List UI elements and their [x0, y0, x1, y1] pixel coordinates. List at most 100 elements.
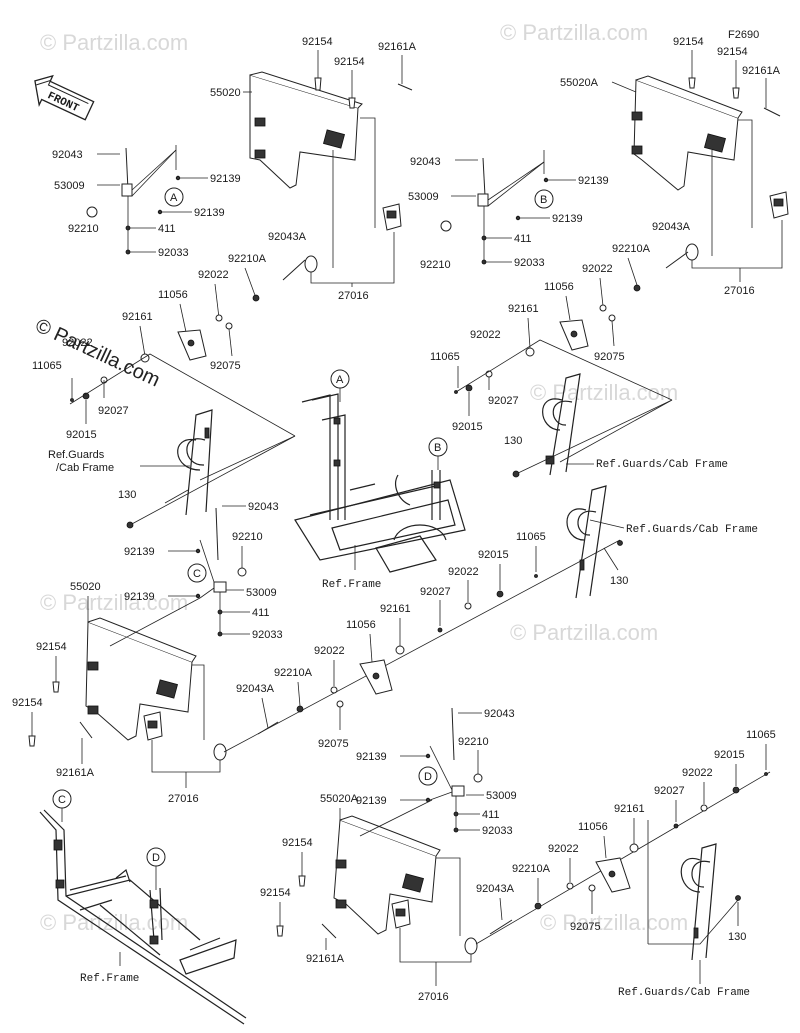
- label-92033: 92033: [514, 257, 545, 269]
- label-27016: 27016: [168, 793, 199, 805]
- label-92043a: 92043A: [236, 683, 275, 695]
- label-11065: 11065: [746, 729, 776, 741]
- label-92154: 92154: [302, 36, 333, 48]
- label-11056: 11056: [578, 821, 608, 833]
- label-92043: 92043: [410, 156, 441, 168]
- callout-c: C: [58, 794, 66, 806]
- callout-d: D: [152, 852, 160, 864]
- callout-b-icon: [534, 189, 554, 209]
- cover-55020a: [631, 75, 743, 191]
- label-92015: 92015: [66, 429, 97, 441]
- frame-bottom-left: C D Ref.Frame: [39, 789, 247, 1025]
- label-11065: 11065: [32, 360, 62, 372]
- label-92154: 92154: [334, 56, 365, 68]
- label-92043a: 92043A: [268, 231, 307, 243]
- callout-a: A: [170, 192, 178, 204]
- label-92154: 92154: [260, 887, 291, 899]
- label-92139: 92139: [124, 591, 155, 603]
- label-92161a: 92161A: [56, 767, 95, 779]
- label-92027: 92027: [98, 405, 129, 417]
- label-92161a: 92161A: [378, 41, 417, 53]
- label-92043: 92043: [248, 501, 279, 513]
- label-92139: 92139: [356, 751, 387, 763]
- callout-b: B: [434, 442, 441, 454]
- label-92210: 92210: [420, 259, 451, 271]
- label-92022: 92022: [682, 767, 713, 779]
- label-411: 411: [158, 223, 176, 235]
- label-92161a: 92161A: [306, 953, 345, 965]
- label-92075: 92075: [210, 360, 241, 372]
- label-130: 130: [118, 489, 136, 501]
- label-411: 411: [252, 607, 270, 619]
- label-92033: 92033: [252, 629, 283, 641]
- label-411: 411: [482, 809, 500, 821]
- label-27016: 27016: [338, 290, 369, 302]
- label-130: 130: [610, 575, 628, 587]
- label-92154: 92154: [282, 837, 313, 849]
- watermark-faint: © Partzilla.com: [540, 910, 688, 935]
- callout-c-icon: [187, 563, 207, 583]
- callout-a: A: [336, 374, 344, 386]
- main-frame-center: A B Ref.Frame: [294, 369, 466, 591]
- label-27016: 27016: [418, 991, 449, 1003]
- label-92161: 92161: [508, 303, 539, 315]
- assembly-b-top-right: 55020A 92154 92154 92161A 92043 53009 41…: [408, 36, 789, 478]
- assembly-d-bottom: 55020A 92154 92154 92161A 27016 92043 92…: [260, 707, 776, 1003]
- label-92022: 92022: [198, 269, 229, 281]
- callout-c: C: [193, 568, 201, 580]
- callout-d: D: [424, 771, 432, 783]
- callout-b: B: [540, 194, 547, 206]
- label-53009: 53009: [408, 191, 439, 203]
- label-92154: 92154: [673, 36, 704, 48]
- label-92027: 92027: [654, 785, 685, 797]
- ref-guards-line1: Ref.Guards: [48, 449, 105, 461]
- callout-b-icon: [428, 437, 448, 457]
- ref-frame: Ref.Frame: [322, 579, 381, 591]
- label-92210: 92210: [232, 531, 263, 543]
- label-92161a: 92161A: [742, 65, 781, 77]
- label-92022: 92022: [470, 329, 501, 341]
- ref-guards-cab: Ref.Guards/Cab Frame: [596, 459, 728, 471]
- callout-a-icon: [164, 187, 184, 207]
- figure-code: F2690: [728, 29, 759, 41]
- label-92022: 92022: [548, 843, 579, 855]
- label-92139: 92139: [124, 546, 155, 558]
- ref-guards-cab: Ref.Guards/Cab Frame: [618, 987, 750, 999]
- label-55020a: 55020A: [560, 77, 599, 89]
- label-92154: 92154: [36, 641, 67, 653]
- callout-d-icon: [146, 847, 166, 867]
- label-92043: 92043: [484, 708, 515, 720]
- label-92210: 92210: [458, 736, 489, 748]
- label-92015: 92015: [478, 549, 509, 561]
- callout-d-icon: [418, 766, 438, 786]
- label-11056: 11056: [158, 289, 188, 301]
- watermark-faint: © Partzilla.com: [40, 910, 188, 935]
- label-92022: 92022: [314, 645, 345, 657]
- label-92075: 92075: [594, 351, 625, 363]
- label-92139: 92139: [194, 207, 225, 219]
- label-92075: 92075: [318, 738, 349, 750]
- watermark-faint: © Partzilla.com: [500, 20, 648, 45]
- label-92022: 92022: [62, 337, 93, 349]
- label-92210a: 92210A: [512, 863, 551, 875]
- cover-55020: [249, 71, 363, 189]
- assembly-a-top-left: 55020 92154 92154 92161A 92043 53009 920…: [32, 36, 417, 529]
- label-11065: 11065: [430, 351, 460, 363]
- label-55020a: 55020A: [320, 793, 359, 805]
- watermark-main: © Partzilla.com: [32, 315, 163, 392]
- label-92154: 92154: [12, 697, 43, 709]
- ref-frame: Ref.Frame: [80, 973, 139, 985]
- label-53009: 53009: [486, 790, 517, 802]
- label-130: 130: [504, 435, 522, 447]
- label-92154: 92154: [717, 46, 748, 58]
- label-130: 130: [728, 931, 746, 943]
- label-27016: 27016: [724, 285, 755, 297]
- label-92027: 92027: [488, 395, 519, 407]
- label-92139: 92139: [552, 213, 583, 225]
- cover-55020: [85, 617, 197, 741]
- label-92139: 92139: [356, 795, 387, 807]
- label-92161: 92161: [122, 311, 153, 323]
- front-arrow-icon: FRONT: [34, 74, 95, 121]
- label-92022: 92022: [582, 263, 613, 275]
